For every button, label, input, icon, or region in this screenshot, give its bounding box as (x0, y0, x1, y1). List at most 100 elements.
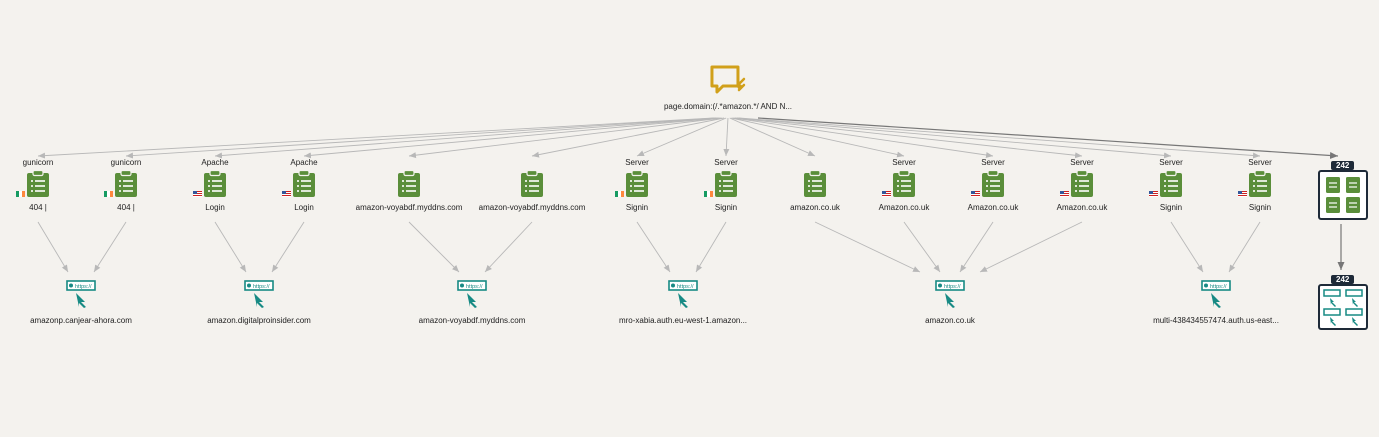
svg-text:https://: https:// (466, 284, 483, 290)
ie-flag-icon (104, 191, 113, 197)
url-group-icon (1323, 289, 1363, 326)
page-server-label: Apache (201, 158, 229, 167)
page-title-label: Amazon.co.uk (878, 203, 930, 212)
page-node[interactable] (625, 169, 649, 198)
url-domain-label: amazon.digitalproinsider.com (207, 316, 311, 325)
page-node[interactable] (520, 169, 544, 198)
clipboard-icon (982, 169, 1004, 197)
us-flag-icon (971, 191, 980, 197)
edge-page-to-url (1228, 221, 1261, 273)
url-node[interactable]: https:// (935, 280, 965, 308)
edge-page-to-url (271, 221, 305, 273)
url-node[interactable]: https:// (66, 280, 96, 308)
us-flag-icon (882, 191, 891, 197)
url-link-icon: https:// (66, 280, 96, 308)
edge-query-to-page (738, 117, 1261, 159)
page-server-label: Server (1070, 158, 1094, 167)
page-title-label: Signin (625, 203, 649, 212)
edge-page-to-url (93, 221, 127, 273)
url-domain-label: multi-438434557474.auth.us-east... (1153, 316, 1279, 325)
url-link-icon: https:// (1201, 280, 1231, 308)
clipboard-icon (521, 169, 543, 197)
page-node[interactable] (981, 169, 1005, 198)
page-server-label: Server (981, 158, 1005, 167)
page-server-label: Server (714, 158, 738, 167)
page-server-label: gunicorn (22, 158, 54, 167)
edge-page-to-url (1170, 221, 1204, 273)
url-group-node[interactable] (1318, 284, 1368, 330)
edge-page-to-url (636, 221, 671, 273)
query-node[interactable]: page.domain:(/.*amazon.*/ AND N... (664, 64, 792, 112)
page-title-label: Amazon.co.uk (1056, 203, 1108, 212)
edge-page-to-url (484, 221, 533, 273)
edge-query-to-page (735, 117, 1083, 159)
page-group-icon (1326, 177, 1360, 213)
clipboard-icon (1249, 169, 1271, 197)
svg-text:https://: https:// (944, 284, 961, 290)
clipboard-icon (27, 169, 49, 197)
edge-query-to-page (531, 117, 725, 158)
url-node[interactable]: https:// (244, 280, 274, 308)
page-node[interactable] (397, 169, 421, 198)
page-title-label: 404 | (117, 203, 135, 212)
page-node[interactable] (1159, 169, 1183, 198)
edge-query-to-page (636, 117, 727, 157)
us-flag-icon (1238, 191, 1247, 197)
page-server-label: Server (892, 158, 916, 167)
page-title-label: Login (294, 203, 314, 212)
page-group-node[interactable] (1318, 170, 1368, 220)
url-node[interactable]: https:// (457, 280, 487, 308)
page-server-label: Server (1159, 158, 1183, 167)
page-node[interactable] (26, 169, 50, 198)
clipboard-icon (293, 169, 315, 197)
url-node[interactable]: https:// (668, 280, 698, 308)
url-domain-label: amazon-voyabdf.myddns.com (418, 316, 526, 325)
clipboard-icon (893, 169, 915, 197)
svg-text:https://: https:// (253, 284, 270, 290)
ie-flag-icon (615, 191, 624, 197)
page-title-label: 404 | (29, 203, 47, 212)
url-domain-label: mro-xabia.auth.eu-west-1.amazon... (618, 316, 748, 325)
edge-query-to-group (757, 117, 1339, 159)
page-node[interactable] (292, 169, 316, 198)
url-link-icon: https:// (244, 280, 274, 308)
url-link-icon: https:// (935, 280, 965, 308)
edge-page-to-url (903, 221, 941, 273)
page-title-label: Signin (1159, 203, 1183, 212)
ie-flag-icon (704, 191, 713, 197)
us-flag-icon (1060, 191, 1069, 197)
page-title-label: Login (205, 203, 225, 212)
clipboard-icon (398, 169, 420, 197)
query-label: page.domain:(/.*amazon.*/ AND N... (663, 102, 793, 111)
edge-page-to-url (959, 221, 994, 273)
url-link-icon: https:// (668, 280, 698, 308)
edge-query-to-page (723, 117, 730, 157)
clipboard-icon (1160, 169, 1182, 197)
page-title-label: amazon-voyabdf.myddns.com (478, 203, 586, 212)
edge-page-to-url (37, 221, 69, 273)
url-node[interactable]: https:// (1201, 280, 1231, 308)
svg-text:https://: https:// (75, 284, 92, 290)
page-node[interactable] (114, 169, 138, 198)
url-domain-label: amazonp.canjear-ahora.com (30, 316, 132, 325)
clipboard-icon (626, 169, 648, 197)
url-domain-label: amazon.co.uk (925, 316, 975, 325)
svg-text:https://: https:// (1210, 284, 1227, 290)
edge-page-to-url (814, 221, 921, 273)
page-title-label: amazon-voyabdf.myddns.com (355, 203, 463, 212)
page-node[interactable] (892, 169, 916, 198)
page-server-label: gunicorn (110, 158, 142, 167)
clipboard-icon (804, 169, 826, 197)
edge-query-to-page (733, 117, 994, 158)
edge-query-to-page (408, 117, 722, 159)
edge-query-to-page (37, 117, 715, 159)
page-node[interactable] (1070, 169, 1094, 198)
edge-page-to-url (214, 221, 247, 273)
page-node[interactable] (203, 169, 227, 198)
svg-text:https://: https:// (677, 284, 694, 290)
page-node[interactable] (803, 169, 827, 198)
page-node[interactable] (1248, 169, 1272, 198)
page-node[interactable] (714, 169, 738, 198)
edge-query-to-page (731, 117, 905, 158)
